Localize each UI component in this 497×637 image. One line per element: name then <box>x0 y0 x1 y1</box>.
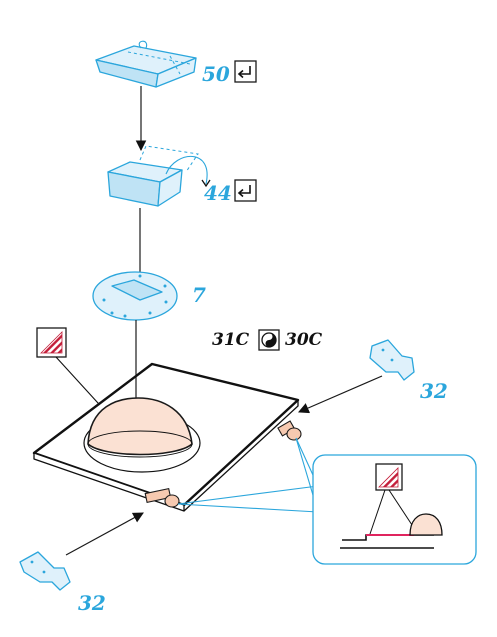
guide-arrow-left <box>65 512 144 556</box>
yin-yang-icon <box>258 329 280 351</box>
svg-text:31C: 31C <box>212 330 250 350</box>
svg-text:32: 32 <box>420 379 448 403</box>
callout-44: 44 <box>204 181 232 205</box>
return-arrow-icon <box>234 179 257 202</box>
part-32-right <box>369 339 415 381</box>
hatched-warning-icon <box>36 327 67 358</box>
svg-text:32: 32 <box>78 591 106 615</box>
code-30c: 30C <box>285 330 323 350</box>
detail-inset <box>312 454 477 565</box>
return-arrow-icon <box>234 60 257 83</box>
svg-text:30C: 30C <box>285 330 323 350</box>
clip-left <box>144 487 180 508</box>
part-7-disc <box>92 271 178 321</box>
callout-7: 7 <box>192 283 206 307</box>
callout-32-right: 32 <box>420 379 448 403</box>
part-32-left <box>19 551 71 591</box>
callout-32-left: 32 <box>78 591 106 615</box>
clip-right <box>277 420 302 441</box>
callout-50: 50 <box>202 62 230 86</box>
dome <box>87 397 193 458</box>
code-31c: 31C <box>212 330 250 350</box>
svg-text:7: 7 <box>192 283 206 307</box>
part-50-cover <box>95 40 197 88</box>
svg-text:50: 50 <box>202 62 230 86</box>
guide-arrow-right <box>298 375 383 414</box>
part-44-pouch <box>107 145 211 207</box>
svg-text:44: 44 <box>204 181 232 205</box>
